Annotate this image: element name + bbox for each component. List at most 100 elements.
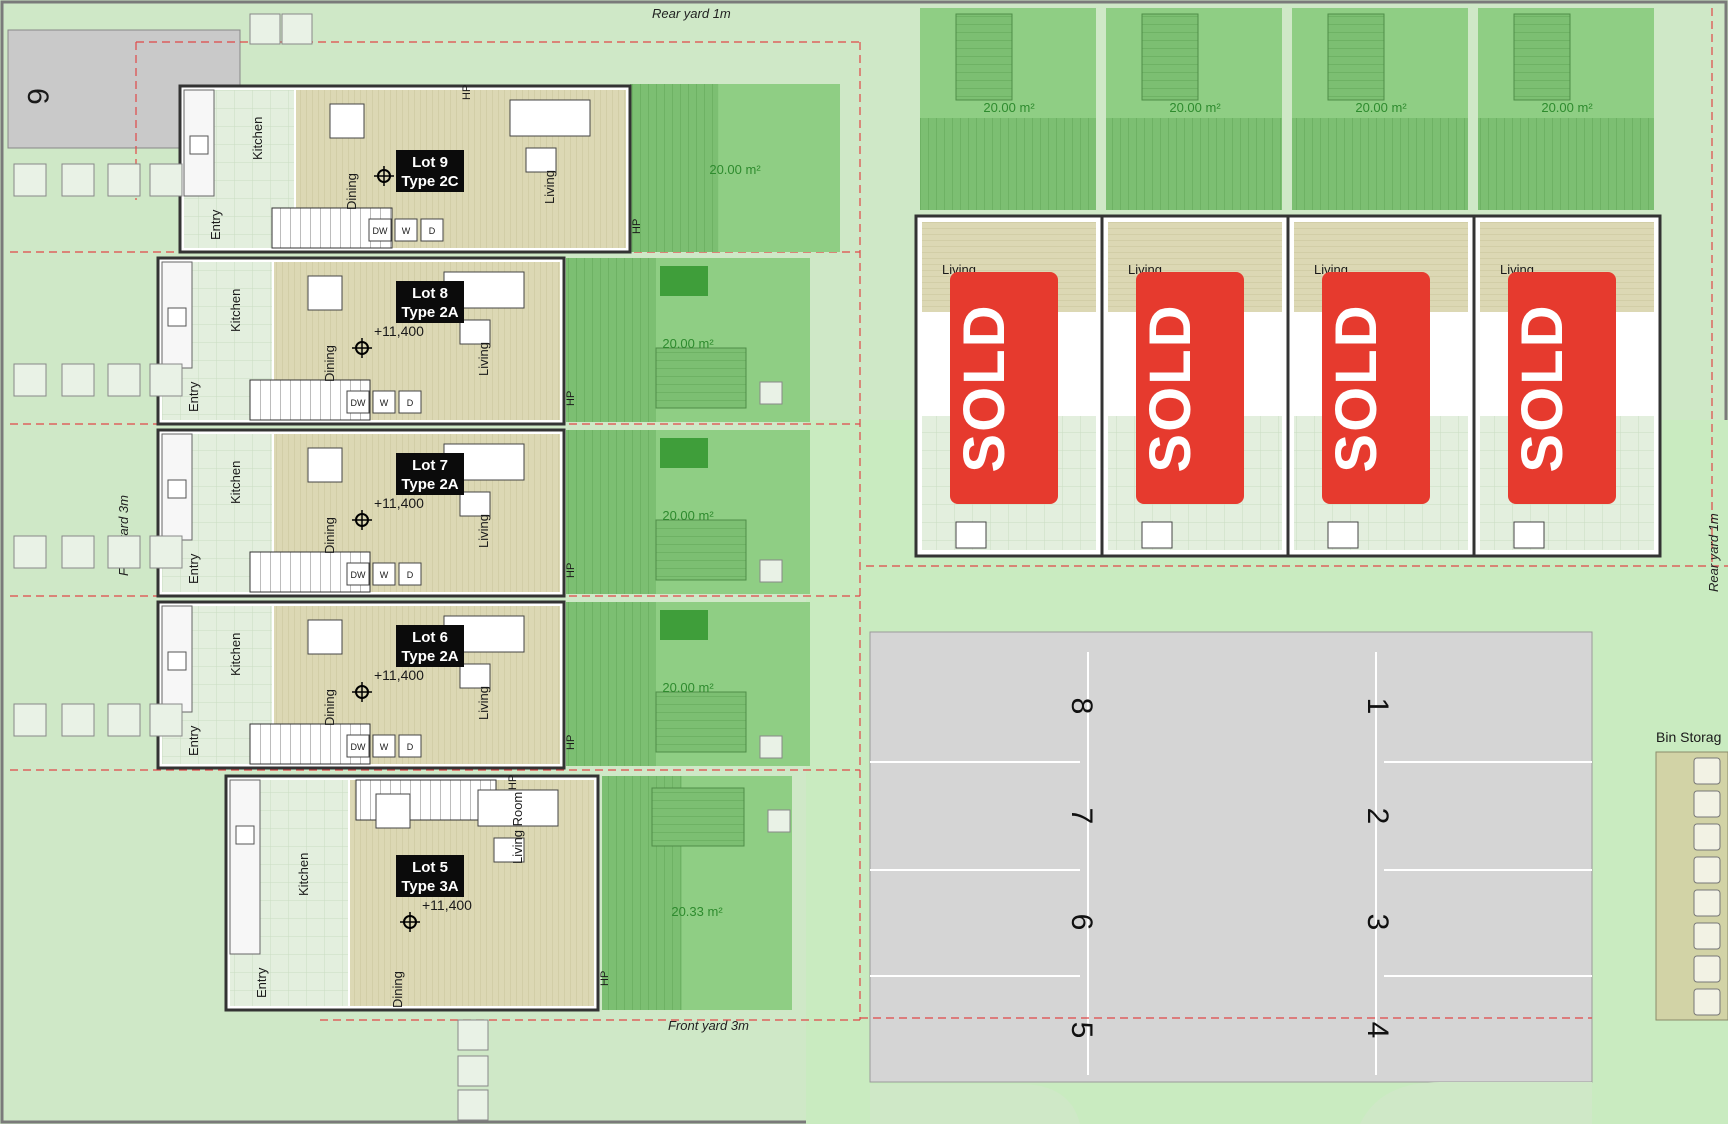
east-unit-garden-steps [1327,13,1385,101]
lot-level: +11,400 [422,897,472,913]
kerb-right [1360,1082,1592,1124]
dining-table-icon [307,447,343,483]
paver [149,163,183,197]
sold-badge-text: SOLD [952,303,1017,472]
parking-bay-number: 4 [1361,1022,1394,1039]
coffee-table-icon [493,837,525,863]
lot-tag: Lot 8 Type 2A [396,281,464,323]
lot-level: +11,400 [374,667,424,683]
kerb-left [870,1084,1080,1124]
east-unit-deck [1106,118,1282,210]
appliance-label: D [429,226,436,236]
appliance-icon [346,562,370,586]
paving-stones [13,13,791,1121]
bin [1693,955,1721,983]
bin-storage-bins [1693,757,1721,1016]
lot-level: +11,400 [374,495,424,511]
east-unit-yard-area: 20.00 m² [983,100,1035,115]
lot-name: Lot 6 [412,629,448,646]
appliance-label: D [407,570,414,580]
paver [13,163,47,197]
sold-badge-bg [1508,272,1616,504]
appliance-label: D [407,742,414,752]
appliance-label: W [402,226,411,236]
paver [149,703,183,737]
lot-deck [566,258,656,422]
paver [13,535,47,569]
appliance-label: DW [373,226,388,236]
paver [107,363,141,397]
lot-yard-area: 20.00 m² [662,336,714,351]
sold-badge-bg [1322,272,1430,504]
parking-bay-number: 8 [1065,698,1098,715]
bin [1693,757,1721,785]
appliance-icon [398,734,422,758]
lot-name: Lot 7 [412,457,448,474]
paver [249,13,281,45]
appliance-icon [368,218,392,242]
room-label-living: Living [476,514,491,548]
room-label-kitchen: Kitchen [228,461,243,504]
room-label-kitchen: Kitchen [228,633,243,676]
room-label-entry: Entry [254,967,269,998]
paver [759,735,783,759]
coffee-table-icon [459,663,491,689]
appliance-label: DW [351,398,366,408]
appliance-icon [398,390,422,414]
parking-bay-number: 7 [1065,808,1098,825]
paver [759,381,783,405]
lot-name: Lot 8 [412,285,448,302]
parking-bay-number: 6 [1065,914,1098,931]
bin [1693,823,1721,851]
paver [107,163,141,197]
lot-tag-bg [396,281,464,323]
sold-badge: SOLD [1508,272,1616,504]
sold-badge-text: SOLD [1324,303,1389,472]
appliance-icon [372,734,396,758]
lot-garden-steps [655,519,747,581]
lot-yard-area: 20.00 m² [709,162,761,177]
east-unit-deck [1292,118,1468,210]
lot-type: Type 2A [401,476,458,493]
bin [1693,790,1721,818]
sold-badge-text: SOLD [1510,303,1575,472]
appliance-label: D [407,398,414,408]
east-unit-yard-area: 20.00 m² [1169,100,1221,115]
appliance-label: W [380,398,389,408]
paver [61,703,95,737]
lot-deck [566,602,656,766]
room-label-kitchen: Kitchen [296,853,311,896]
heat-pump-label: HP [599,971,611,986]
paver [13,363,47,397]
paver [107,703,141,737]
room-label-dining: Dining [322,345,337,382]
bin-storage-label: Bin Storag [1656,729,1721,745]
room-label-entry: Entry [186,725,201,756]
lot-name: Lot 9 [412,154,448,171]
paver [61,363,95,397]
lot-planter [660,438,708,468]
window-icon [955,521,987,549]
bin [1693,889,1721,917]
paver [457,1089,489,1121]
east-unit-garden-steps [1141,13,1199,101]
appliance-icon [394,218,418,242]
room-label-kitchen: Kitchen [250,117,265,160]
sold-badge-text: SOLD [1138,303,1203,472]
lot-type: Type 2A [401,304,458,321]
parking-bay-number: 2 [1361,808,1394,825]
appliance-icon [346,390,370,414]
lot-yard-area: 20.00 m² [662,508,714,523]
room-label-entry: Entry [186,381,201,412]
heat-pump-label: HP [565,391,577,406]
east-unit-garden-steps [955,13,1013,101]
lot-deck [630,84,719,252]
